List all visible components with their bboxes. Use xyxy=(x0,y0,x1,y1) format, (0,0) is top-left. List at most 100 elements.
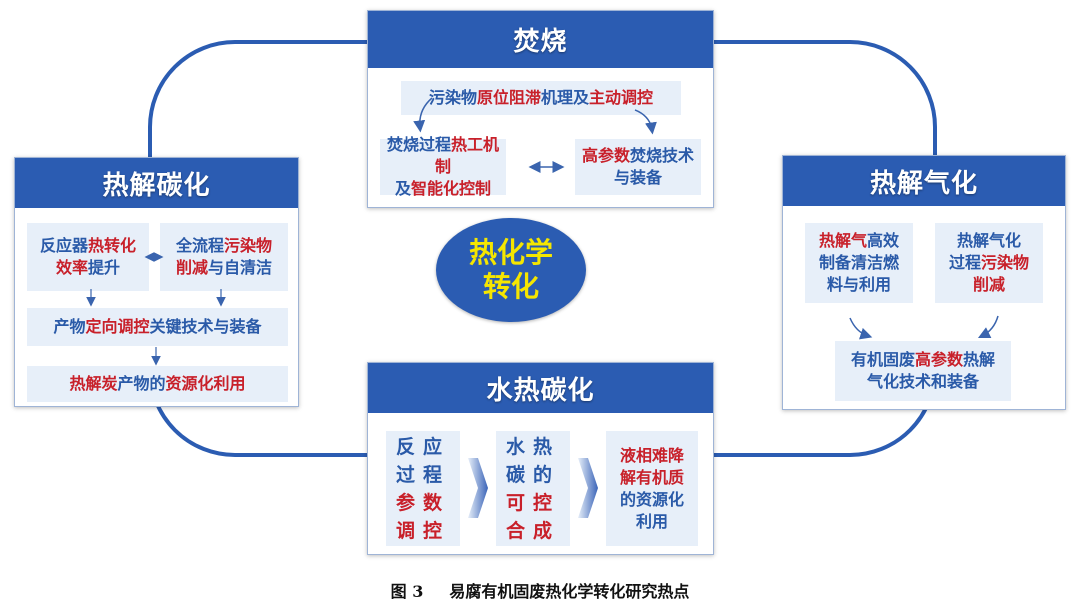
text-segment: 机理及 xyxy=(541,88,590,107)
text-segment: 焚烧过程 xyxy=(386,135,451,154)
highlighted-text: 原位阻滞 xyxy=(476,88,541,107)
text-line: 过程污染物 xyxy=(949,252,1029,274)
text-segment: 关键技术与装备 xyxy=(149,317,262,336)
ht-topic-process-params: 反应过程参数调控 xyxy=(386,431,460,546)
highlighted-text: 效率 xyxy=(55,258,88,277)
hydrothermal-box: 水热碳化 反应过程参数调控 水热碳的可控合成 液相难降解有机质的资源化利用 xyxy=(367,362,714,555)
figure-caption-text: 易腐有机固废热化学转化研究热点 xyxy=(449,582,690,601)
incineration-title: 焚烧 xyxy=(368,11,713,68)
text-line: 碳的 xyxy=(506,461,560,489)
center-ellipse: 热化学 转化 xyxy=(436,218,586,322)
text-segment: 反应 xyxy=(395,435,450,458)
ht-topic-resource-utilization: 液相难降解有机质的资源化利用 xyxy=(606,431,698,546)
text-line: 制备清洁燃 xyxy=(819,252,899,274)
incineration-box: 焚烧 污染物原位阻滞机理及主动调控 焚烧过程热工机制及智能化控制 高参数焚烧技术… xyxy=(367,10,714,208)
text-segment: 与装备 xyxy=(613,168,662,187)
text-segment: 过程 xyxy=(395,463,450,486)
text-line: 合成 xyxy=(506,517,560,545)
text-segment: 热解气化 xyxy=(956,231,1021,250)
text-segment: 料与利用 xyxy=(826,275,891,294)
text-line: 热解气化 xyxy=(957,230,1021,252)
highlighted-text: 高参数 xyxy=(914,350,963,369)
highlighted-text: 合成 xyxy=(505,519,560,542)
pg-topic-high-param-tech: 有机固废高参数热解气化技术和装备 xyxy=(835,341,1011,401)
highlighted-text: 定向调控 xyxy=(85,317,150,336)
text-line: 焚烧过程热工机制 xyxy=(380,134,506,178)
highlighted-text: 调控 xyxy=(395,519,450,542)
highlighted-text: 削减 xyxy=(175,258,208,277)
text-line: 高参数焚烧技术 xyxy=(582,145,694,167)
text-segment: 全流程 xyxy=(175,236,224,255)
incineration-topic-thermal-control: 焚烧过程热工机制及智能化控制 xyxy=(380,135,506,198)
incineration-topic-high-param-tech: 高参数焚烧技术与装备 xyxy=(575,139,701,195)
text-segment: 产物 xyxy=(53,317,86,336)
pyrolysis-gasification-box: 热解气化 热解气高效制备清洁燃料与利用 热解气化过程污染物削减 有机固废高参数热… xyxy=(782,155,1066,410)
highlighted-text: 资源化利用 xyxy=(165,374,246,393)
pc-topic-char-utilization: 热解炭产物的资源化利用 xyxy=(27,366,288,402)
pc-topic-reactor-efficiency: 反应器热转化效率提升 xyxy=(27,223,149,291)
text-line: 与装备 xyxy=(614,167,662,189)
text-line: 削减与自清洁 xyxy=(176,257,272,279)
text-line: 可控 xyxy=(506,489,560,517)
pyrolysis-carbonization-title: 热解碳化 xyxy=(15,158,298,208)
highlighted-text: 削减 xyxy=(972,275,1005,294)
pg-topic-clean-fuel: 热解气高效制备清洁燃料与利用 xyxy=(805,223,913,303)
text-segment: 及 xyxy=(394,179,411,198)
text-line: 污染物原位阻滞机理及主动调控 xyxy=(429,87,653,109)
hydrothermal-title: 水热碳化 xyxy=(368,363,713,413)
text-segment: 反应器 xyxy=(39,236,88,255)
highlighted-text: 智能化控制 xyxy=(411,179,492,198)
highlighted-text: 参数 xyxy=(395,491,450,514)
text-segment: 焚烧技术 xyxy=(630,146,695,165)
text-segment: 产物的 xyxy=(117,374,166,393)
pc-topic-pollutant-reduction: 全流程污染物削减与自清洁 xyxy=(160,223,288,291)
text-segment: 气化技术和装备 xyxy=(866,372,979,391)
highlighted-text: 高参数 xyxy=(581,146,630,165)
text-line: 料与利用 xyxy=(827,274,891,296)
center-title-line1: 热化学 xyxy=(468,236,553,269)
text-segment: 水热 xyxy=(505,435,560,458)
text-line: 效率提升 xyxy=(56,257,120,279)
text-line: 全流程污染物 xyxy=(176,235,272,257)
text-line: 过程 xyxy=(396,461,450,489)
highlighted-text: 液相难降 xyxy=(619,445,684,465)
text-line: 热解炭产物的资源化利用 xyxy=(69,373,245,395)
text-segment: 有机固废 xyxy=(850,350,915,369)
highlighted-text: 热转化 xyxy=(88,236,137,255)
text-line: 水热 xyxy=(506,433,560,461)
text-line: 的资源化 xyxy=(620,489,684,511)
highlighted-text: 解有机质 xyxy=(619,467,684,487)
highlighted-text: 可控 xyxy=(505,491,560,514)
text-line: 有机固废高参数热解 xyxy=(851,349,995,371)
text-line: 调控 xyxy=(396,517,450,545)
text-line: 气化技术和装备 xyxy=(867,371,979,393)
text-segment: 提升 xyxy=(88,258,121,277)
pc-topic-directional-control: 产物定向调控关键技术与装备 xyxy=(27,308,288,346)
text-segment: 与自清洁 xyxy=(208,258,273,277)
text-segment: 制备清洁燃 xyxy=(818,253,899,272)
pg-topic-pollutant-reduction: 热解气化过程污染物削减 xyxy=(935,223,1043,303)
highlighted-text: 热工机制 xyxy=(434,135,500,176)
text-segment: 过程 xyxy=(948,253,981,272)
text-segment: 高效 xyxy=(867,231,900,250)
text-line: 产物定向调控关键技术与装备 xyxy=(53,316,261,338)
highlighted-text: 热解气 xyxy=(818,231,867,250)
highlighted-text: 污染物 xyxy=(224,236,273,255)
text-line: 解有机质 xyxy=(620,467,684,489)
text-line: 及智能化控制 xyxy=(395,178,491,200)
text-line: 反应 xyxy=(396,433,450,461)
text-line: 热解气高效 xyxy=(819,230,899,252)
text-segment: 碳的 xyxy=(505,463,560,486)
ht-topic-controlled-synthesis: 水热碳的可控合成 xyxy=(496,431,570,546)
pyrolysis-gasification-title: 热解气化 xyxy=(783,156,1065,206)
highlighted-text: 热解炭 xyxy=(69,374,118,393)
text-line: 液相难降 xyxy=(620,445,684,467)
text-line: 参数 xyxy=(396,489,450,517)
center-title-line2: 转化 xyxy=(482,270,539,303)
text-segment: 的资源化 xyxy=(619,489,684,509)
pyrolysis-carbonization-box: 热解碳化 反应器热转化效率提升 全流程污染物削减与自清洁 产物定向调控关键技术与… xyxy=(14,157,299,407)
incineration-topic-main: 污染物原位阻滞机理及主动调控 xyxy=(401,81,681,115)
highlighted-text: 主动调控 xyxy=(589,88,654,107)
text-line: 反应器热转化 xyxy=(40,235,136,257)
